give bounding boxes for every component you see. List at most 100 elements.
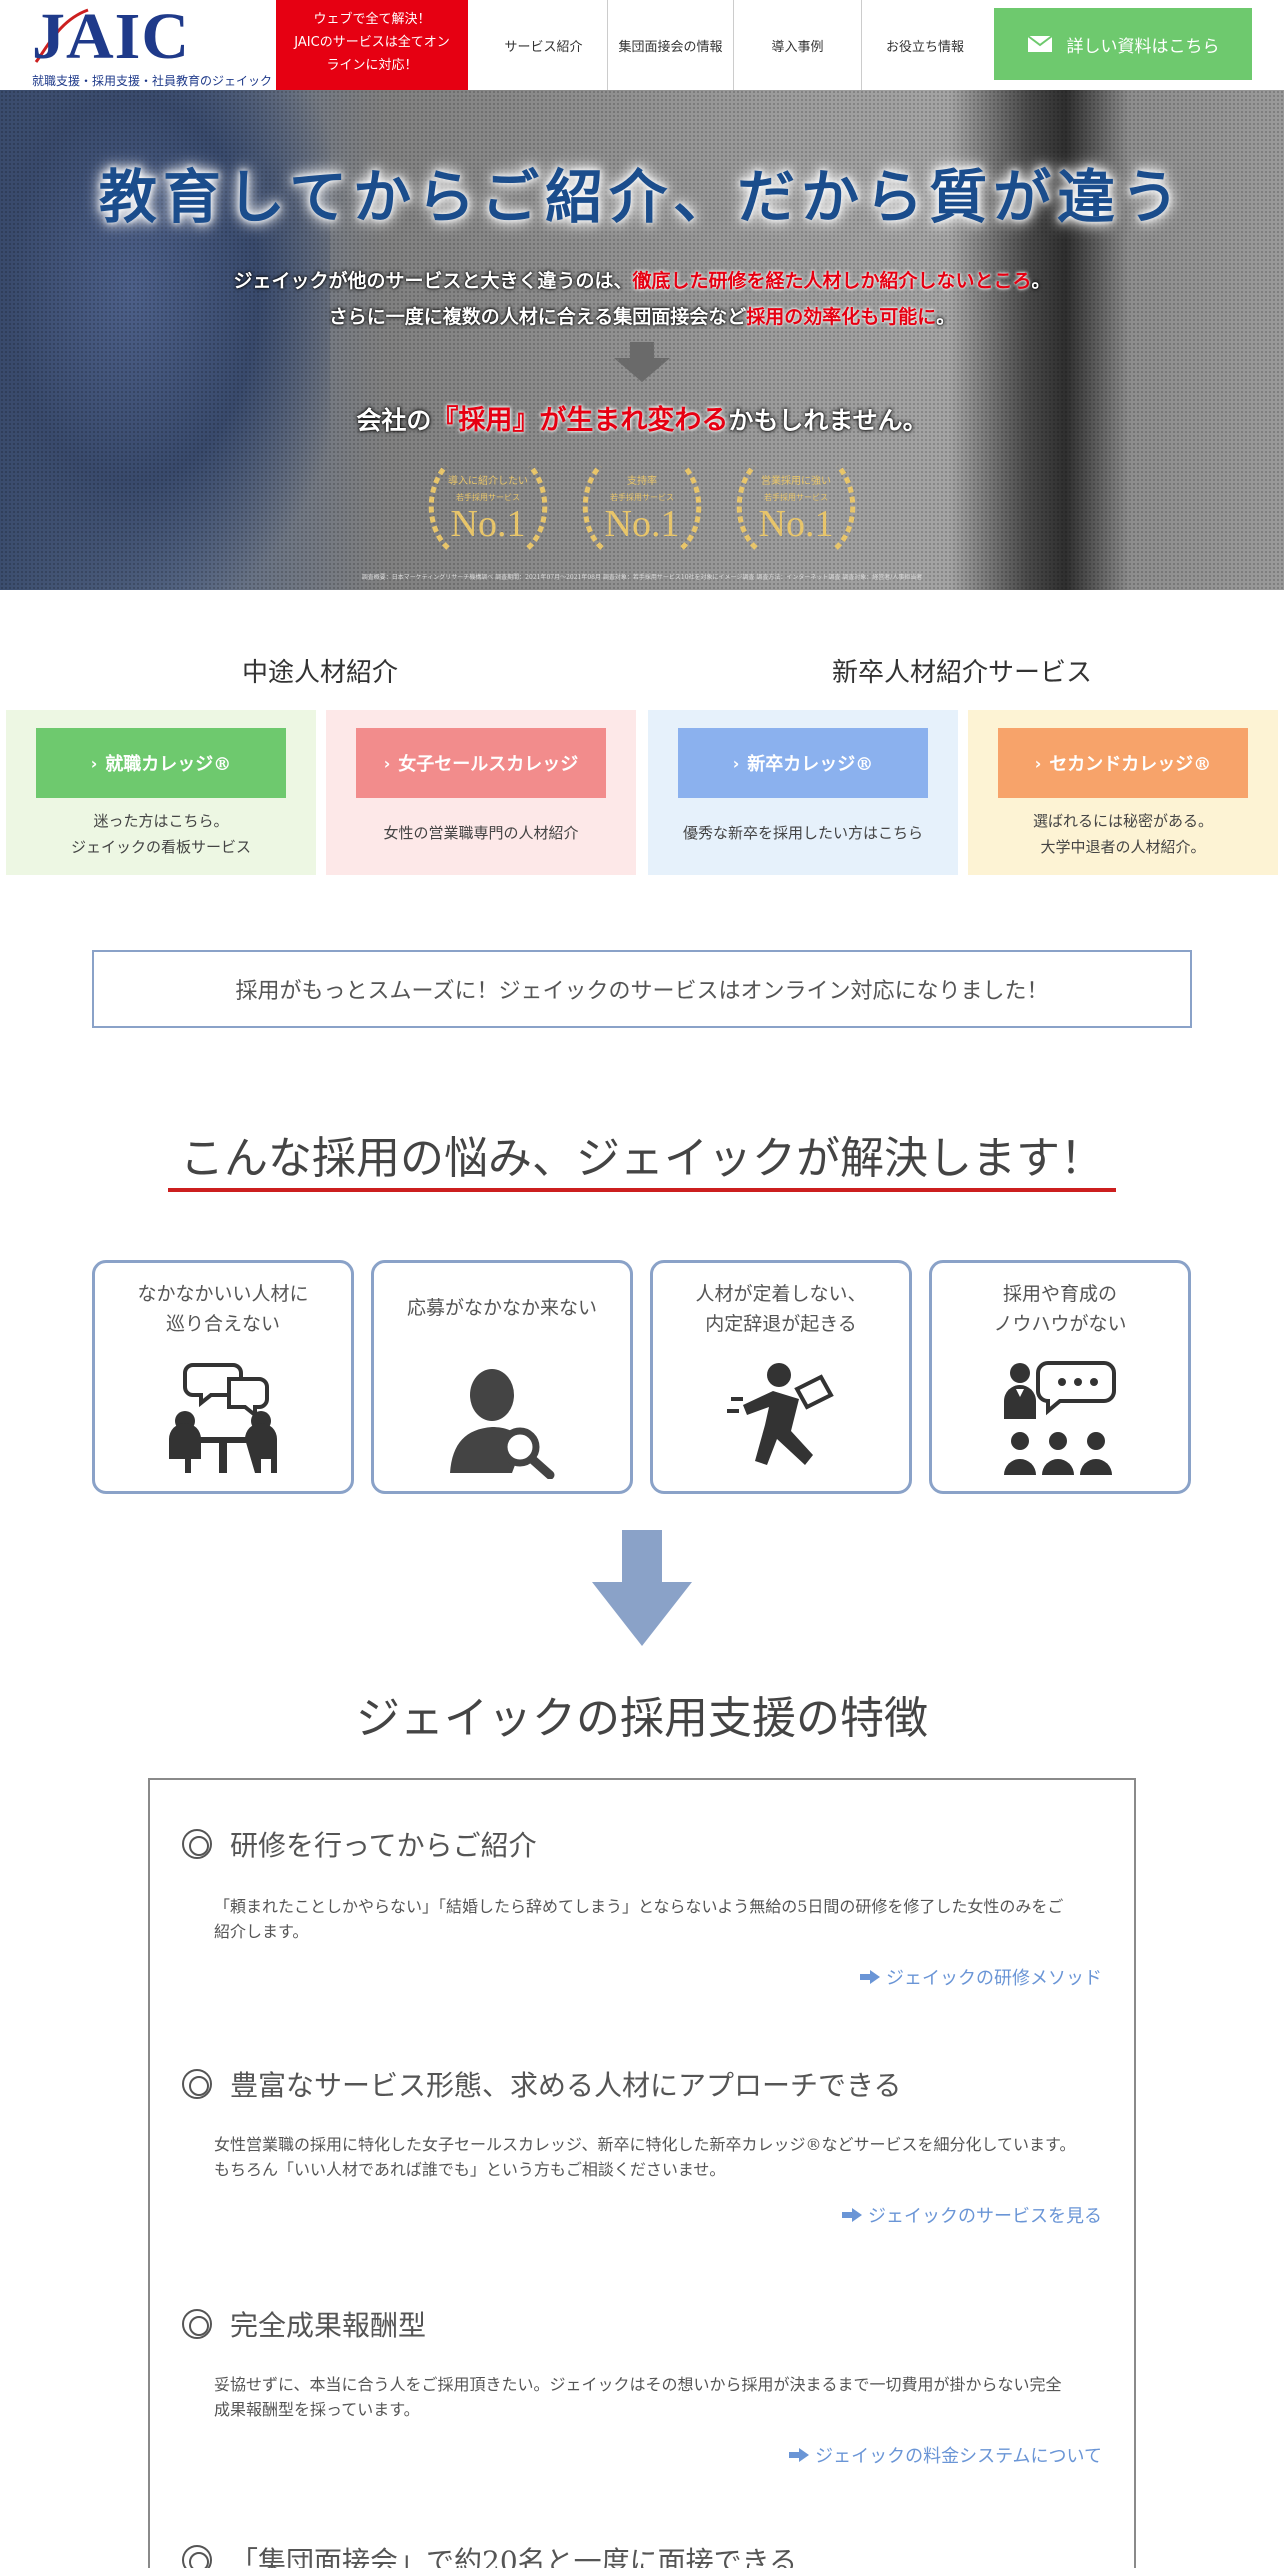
- shushoku-college-button[interactable]: › 就職カレッジ®: [36, 728, 286, 798]
- running-person-icon: [727, 1363, 834, 1465]
- feature-heading-text: 研修を行ってからご紹介: [230, 1829, 537, 1862]
- problem-text: 採用や育成の ノウハウがない: [932, 1279, 1188, 1339]
- feature-heading: 完全成果報酬型: [182, 2304, 426, 2344]
- laurel-icon: [736, 464, 856, 550]
- award-badge: 導入に紹介したい 若手採用サービス No.1: [418, 458, 558, 558]
- double-circle-icon: [182, 1829, 212, 1859]
- feature-body: 女性営業職の採用に特化した女子セールスカレッジ、新卒に特化した新卒カレッジ®など…: [214, 2132, 1094, 2182]
- chevron-right-icon: ›: [732, 753, 740, 773]
- main-nav: サービス紹介 集団面接会の情報 導入事例 お役立ち情報: [480, 0, 988, 90]
- training-icon: [1004, 1361, 1116, 1475]
- hero-highlight: 採用の効率化も可能に: [746, 306, 937, 328]
- hero-text: 。: [936, 306, 956, 328]
- hero-text: さらに一度に複数の人材に合える集団面接会など: [328, 306, 747, 328]
- service-button-label: 女子セールスカレッジ: [398, 754, 579, 775]
- problems-heading: こんな採用の悩み、ジェイックが解決します！: [180, 1133, 1104, 1184]
- service-description-line: ジェイックの看板サービス: [70, 838, 251, 856]
- service-card-shinsotsu-college: › 新卒カレッジ® 優秀な新卒を採用したい方はこちら: [648, 710, 958, 875]
- problem-card: 応募がなかなか来ない: [371, 1260, 633, 1494]
- award-top-text: 導入に紹介したい: [448, 476, 528, 487]
- nav-item-useful-info[interactable]: お役立ち情報: [885, 39, 964, 55]
- problem-text-line: 内定辞退が起きる: [705, 1313, 857, 1335]
- request-document-button[interactable]: 詳しい資料はこちら: [994, 8, 1252, 80]
- feature-link-training-method[interactable]: ジェイックの研修メソッド: [860, 1964, 1102, 1990]
- features-box: 研修を行ってからご紹介 「頼まれたことしかやらない」「結婚したら辞めてしまう」と…: [148, 1778, 1136, 2568]
- site-header: JAIC 就職支援・採用支援・社員教育のジェイック ウェブで全て解決！ JAIC…: [0, 0, 1284, 90]
- problems-heading-underline: [168, 1188, 1116, 1192]
- down-arrow-icon: [592, 1530, 692, 1646]
- award-mid-text: 若手採用サービス: [456, 493, 520, 502]
- hero-banner: 教育してからご紹介、だから質が違う ジェイックが他のサービスと大きく違うのは、徹…: [0, 90, 1284, 590]
- double-circle-icon: [182, 2545, 212, 2568]
- meeting-icon: [169, 1363, 277, 1473]
- mid-career-heading: 中途人材紹介: [241, 658, 398, 688]
- feature-heading: 研修を行ってからご紹介: [182, 1824, 537, 1864]
- problem-text-line: 応募がなかなか来ない: [406, 1297, 597, 1319]
- feature-body: 妥協せずに、本当に合う人をご採用頂きたい。ジェイックはその想いから採用が決まるま…: [214, 2372, 1094, 2422]
- problem-text-line: 巡り合えない: [165, 1313, 280, 1335]
- service-description: 優秀な新卒を採用したい方はこちら: [648, 820, 958, 846]
- service-description-line: 女性の営業職専門の人材紹介: [383, 824, 579, 842]
- hero-dot-overlay: [0, 90, 1284, 590]
- feature-link-label: ジェイックの研修メソッド: [886, 1968, 1102, 1989]
- shinsotsu-college-button[interactable]: › 新卒カレッジ®: [678, 728, 928, 798]
- feature-body-line: 成果報酬型を採っています。: [214, 2400, 420, 2419]
- logo-tagline: 就職支援・採用支援・社員教育のジェイック: [32, 74, 273, 88]
- site-logo[interactable]: JAIC 就職支援・採用支援・社員教育のジェイック: [30, 2, 272, 89]
- new-graduate-heading: 新卒人材紹介サービス: [831, 658, 1092, 688]
- double-circle-icon: [182, 2069, 212, 2099]
- feature-body: 「頼まれたことしかやらない」「結婚したら辞めてしまう」とならないよう無給の5日間…: [214, 1894, 1094, 1944]
- award-rank: No.1: [604, 503, 680, 545]
- feature-body-line: もちろん「いい人材であれば誰でも」という方もご相談くださいませ。: [214, 2160, 726, 2179]
- mail-icon: [1026, 35, 1053, 52]
- arrow-right-icon: [842, 2208, 862, 2222]
- hero-title: 教育してからご紹介、だから質が違う: [98, 163, 1186, 231]
- service-card-shushoku-college: › 就職カレッジ® 迷った方はこちら。 ジェイックの看板サービス: [6, 710, 316, 875]
- problem-text: なかなかいい人材に 巡り合えない: [95, 1279, 351, 1339]
- joshi-sales-college-button[interactable]: › 女子セールスカレッジ: [356, 728, 606, 798]
- feature-link-label: ジェイックの料金システムについて: [815, 2446, 1102, 2467]
- feature-body-line: 妥協せずに、本当に合う人をご採用頂きたい。ジェイックはその想いから採用が決まるま…: [214, 2375, 1062, 2394]
- nav-item-services[interactable]: サービス紹介: [480, 0, 608, 90]
- problem-card: なかなかいい人材に 巡り合えない: [92, 1260, 354, 1494]
- nav-item-group-interview[interactable]: 集団面接会の情報: [608, 0, 734, 90]
- feature-link-pricing[interactable]: ジェイックの料金システムについて: [789, 2442, 1102, 2468]
- service-card-joshi-sales-college: › 女子セールスカレッジ 女性の営業職専門の人材紹介: [326, 710, 636, 875]
- service-description: 迷った方はこちら。 ジェイックの看板サービス: [6, 808, 316, 860]
- second-college-button[interactable]: › セカンドカレッジ®: [998, 728, 1248, 798]
- online-badge-line: ラインに対応！: [326, 58, 418, 73]
- award-rank: No.1: [450, 503, 526, 545]
- feature-link-services[interactable]: ジェイックのサービスを見る: [842, 2202, 1102, 2228]
- arrow-right-icon: [860, 1970, 880, 1984]
- feature-body-line: 女性営業職の採用に特化した女子セールスカレッジ、新卒に特化した新卒カレッジ®など…: [214, 2135, 1076, 2154]
- search-person-icon: [450, 1369, 555, 1479]
- feature-heading: 豊富なサービス形態、求める人材にアプローチできる: [182, 2064, 901, 2104]
- service-description-line: 選ばれるには秘密がある。: [1032, 812, 1213, 830]
- hero-catch-text: かもしれません。: [728, 406, 928, 435]
- online-badge-line: ウェブで全て解決！: [313, 12, 431, 27]
- online-badge-line: JAICのサービスは全てオン: [294, 35, 450, 50]
- problem-text-line: ノウハウがない: [993, 1313, 1127, 1335]
- features-heading: ジェイックの採用支援の特徴: [356, 1693, 928, 1744]
- award-mid-text: 若手採用サービス: [764, 493, 828, 502]
- online-badge[interactable]: ウェブで全て解決！ JAICのサービスは全てオン ラインに対応！: [276, 0, 468, 90]
- online-notice-banner[interactable]: 採用がもっとスムーズに！ジェイックのサービスはオンライン対応になりました！: [92, 950, 1192, 1028]
- hero-text-line-2: さらに一度に複数の人材に合える集団面接会など採用の効率化も可能に。: [0, 302, 1284, 329]
- problem-text-line: 人材が定着しない、: [695, 1283, 867, 1305]
- award-badge: 支持率 若手採用サービス No.1: [572, 458, 712, 558]
- award-badges: 導入に紹介したい 若手採用サービス No.1 支持率 若手採用サービス No.1…: [418, 458, 866, 558]
- service-button-label: セカンドカレッジ®: [1049, 754, 1212, 775]
- hero-background-person: [0, 90, 330, 590]
- hero-highlight: 徹底した研修を経た人材しか紹介しないところ: [632, 270, 1032, 292]
- laurel-icon: [582, 464, 702, 550]
- feature-body-line: 紹介します。: [214, 1922, 309, 1941]
- double-circle-icon: [182, 2309, 212, 2339]
- problem-text-line: なかなかいい人材に: [137, 1283, 309, 1305]
- award-top-text: 営業採用に強い: [761, 476, 831, 487]
- award-rank: No.1: [758, 503, 834, 545]
- hero-catchphrase: 会社の『採用』が生まれ変わるかもしれません。: [0, 398, 1284, 437]
- feature-heading-text: 完全成果報酬型: [230, 2309, 427, 2342]
- nav-item-case-studies[interactable]: 導入事例: [734, 0, 862, 90]
- down-arrow-icon: [614, 342, 670, 382]
- feature-heading-text: 「集団面接会」で約20名と一度に面接できる: [230, 2545, 798, 2568]
